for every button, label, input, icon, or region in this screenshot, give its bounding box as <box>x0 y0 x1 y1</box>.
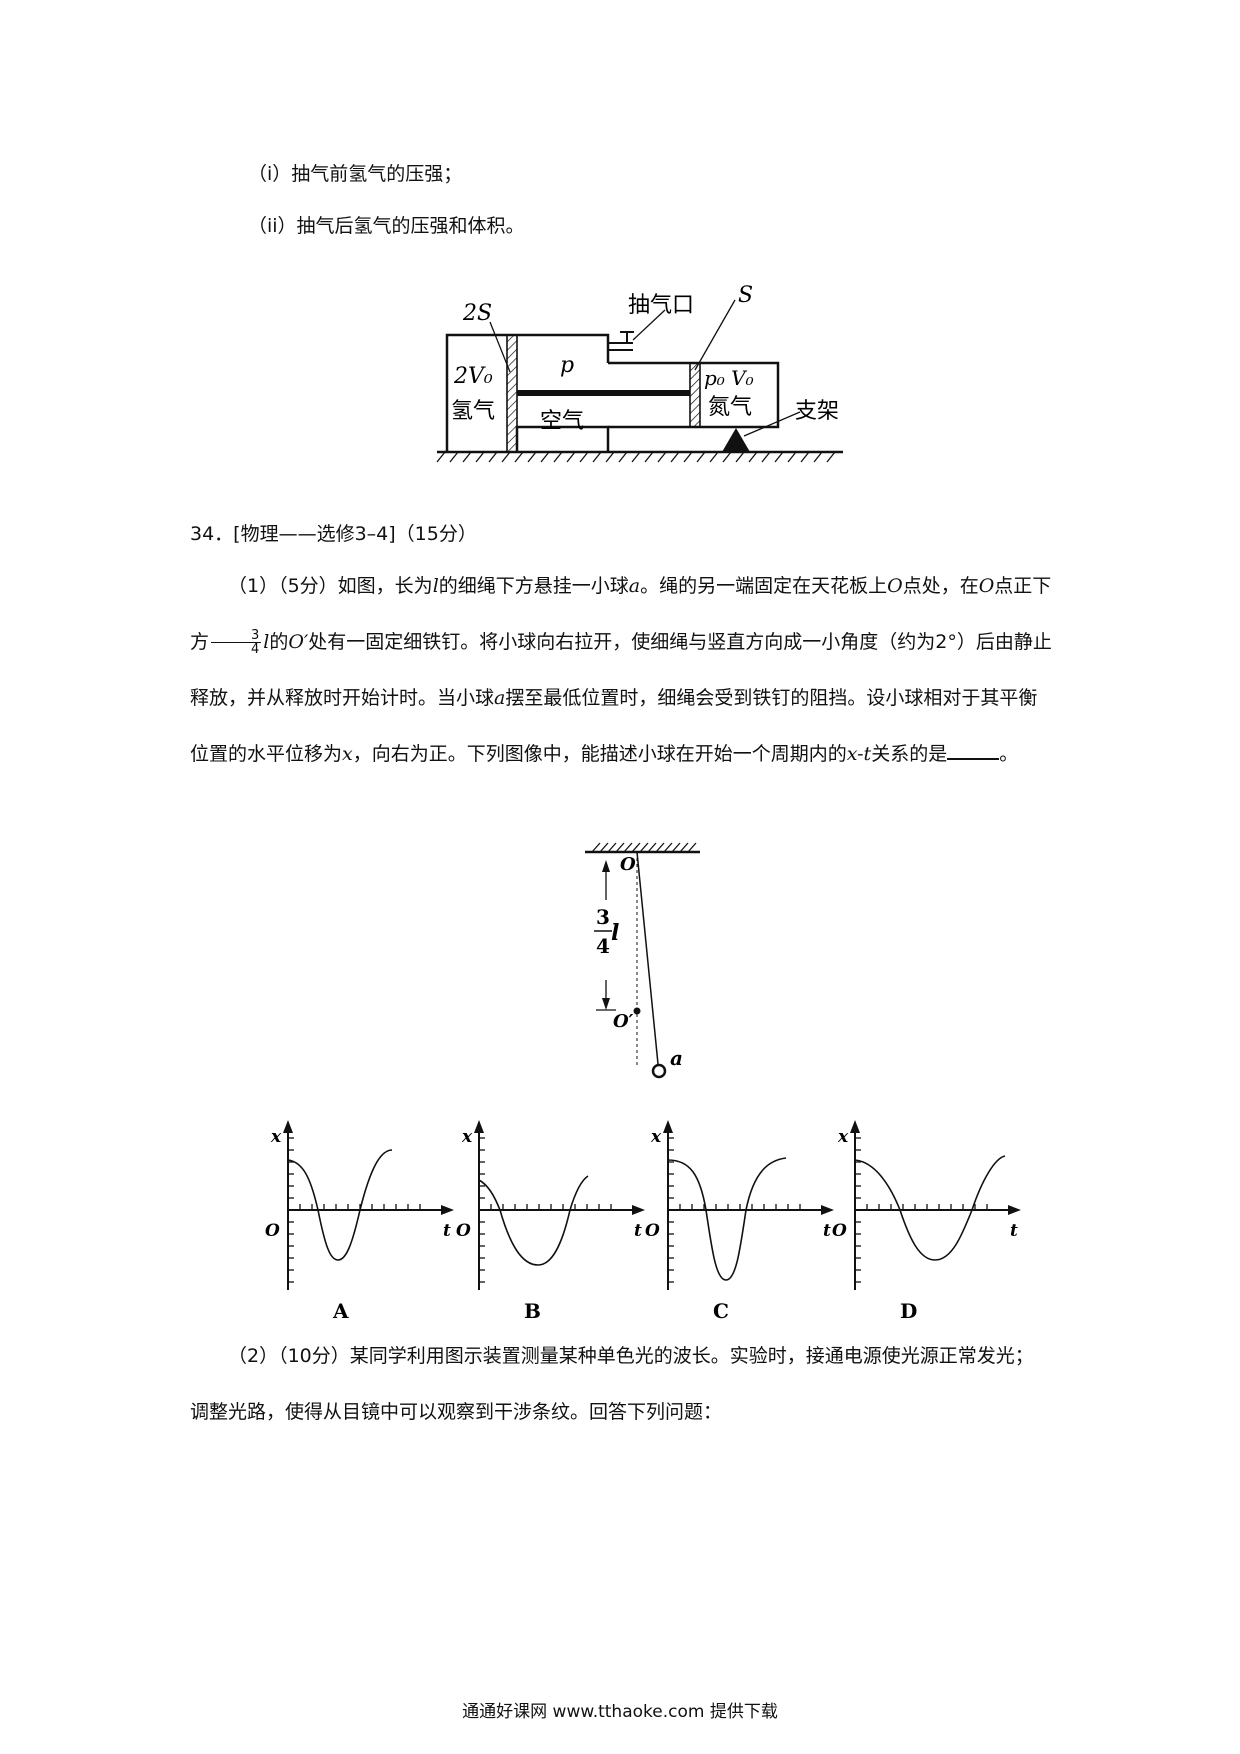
label-support: 支架 <box>795 399 839 424</box>
label-pump-port: 抽气口 <box>628 293 694 318</box>
graph-x-label: x <box>837 1127 849 1147</box>
answer-blank[interactable] <box>947 738 1000 760</box>
graph-x-label: x <box>650 1127 662 1147</box>
graph-origin-label: O <box>645 1221 660 1241</box>
xt-curve <box>287 1149 393 1261</box>
symbol-x-t: x-t <box>846 743 872 765</box>
symbol-a: a <box>494 687 506 709</box>
text: 处有一固定细铁钉。将小球向右拉开，使细绳与竖直方向成一小角度（约为2°）后由静止… <box>190 631 1052 709</box>
graph-origin-label: O <box>456 1221 471 1241</box>
question-34-header: 34．[物理——选修3–4]（15分） <box>190 523 477 545</box>
pendulum-label-O-prime: O′ <box>613 1011 634 1032</box>
text: 的细绳下方悬挂一小球 <box>438 575 629 597</box>
graph-x-label: x <box>270 1127 282 1147</box>
label-p0V0: p₀ V₀ <box>704 366 754 390</box>
arrow-right-icon <box>632 1205 645 1215</box>
pendulum-frac-numerator: 3 <box>596 905 610 929</box>
pendulum-diagram: 3 4 l O O′ a <box>585 842 700 1079</box>
arrow-up-icon <box>663 1120 673 1133</box>
text: 点正下方 <box>190 575 1052 653</box>
label-p: p <box>560 353 574 378</box>
symbol-x: x <box>342 743 353 765</box>
arrow-up-icon <box>283 1120 293 1133</box>
graph-option-label: B <box>524 1299 541 1323</box>
xt-curve <box>478 1175 589 1266</box>
pendulum-length-l: l <box>611 920 619 946</box>
graph-t-label: t <box>634 1221 642 1241</box>
arrow-right-icon <box>1008 1205 1021 1215</box>
xt-curve <box>667 1157 787 1281</box>
label-2V0: 2V₀ <box>453 364 493 389</box>
graph-t-label: t <box>823 1221 831 1241</box>
arrow-right-icon <box>441 1205 454 1215</box>
text: 的 <box>269 631 289 653</box>
xt-curve <box>854 1155 1006 1261</box>
graph-origin-label: O <box>265 1221 280 1241</box>
pendulum-label-a: a <box>670 1046 683 1070</box>
text: 点处，在 <box>902 575 979 597</box>
symbol-l: l <box>432 575 439 597</box>
symbol-O: O <box>978 575 995 597</box>
text: 摆至最低位置时，细绳会受到铁钉的阻挡。设小球相对于其平衡位置的水平位移为 <box>190 687 1038 765</box>
graph-t-label: t <box>443 1221 451 1241</box>
label-S: S <box>738 283 753 308</box>
text: ，向右为正。下列图像中，能描述小球在开始一个周期内的 <box>352 743 847 765</box>
question-34-part1: （1）（5分）如图，长为l的细绳下方悬挂一小球a。绳的另一端固定在天花板上O点处… <box>190 558 1052 782</box>
fraction-numerator: 3 <box>211 629 262 643</box>
text: 。 <box>999 743 1019 765</box>
arrow-up-icon <box>850 1120 860 1133</box>
label-nitrogen: 氮气 <box>708 395 752 420</box>
pendulum-label-O: O <box>620 854 636 875</box>
arrow-right-icon <box>821 1205 834 1215</box>
symbol-l: l <box>263 631 270 653</box>
fraction-denominator: 4 <box>251 642 260 657</box>
sub-question-i: （i）抽气前氢气的压强； <box>248 163 463 185</box>
text: 。绳的另一端固定在天花板上 <box>640 575 888 597</box>
label-hydrogen: 氢气 <box>451 399 495 424</box>
question-34-part2: （2）（10分）某同学利用图示装置测量某种单色光的波长。实验时，接通电源使光源正… <box>190 1345 1034 1423</box>
graph-origin-label: O <box>832 1221 847 1241</box>
text: 关系的是 <box>871 743 948 765</box>
sub-question-ii: （ii）抽气后氢气的压强和体积。 <box>248 215 525 237</box>
label-2S: 2S <box>462 301 492 326</box>
label-air: 空气 <box>540 409 584 434</box>
cylinder-diagram: 2S 抽气口 S 2V₀ 氢气 p 空气 p₀ V₀ 氮气 支架 <box>436 283 843 463</box>
page-footer: 通通好课网 www.tthaoke.com 提供下载 <box>462 1702 778 1722</box>
graph-t-label: t <box>1010 1221 1018 1241</box>
text: （1）（5分）如图，长为 <box>228 575 433 597</box>
graph-option-label: A <box>332 1299 349 1323</box>
graph-option-label: C <box>713 1299 729 1323</box>
symbol-a: a <box>628 575 641 597</box>
symbol-O-prime: O′ <box>288 631 309 653</box>
graph-option-label: D <box>900 1299 917 1323</box>
arrow-up-icon <box>474 1120 484 1133</box>
graph-x-label: x <box>461 1127 473 1147</box>
pendulum-frac-denominator: 4 <box>596 934 610 958</box>
symbol-O: O <box>887 575 903 597</box>
